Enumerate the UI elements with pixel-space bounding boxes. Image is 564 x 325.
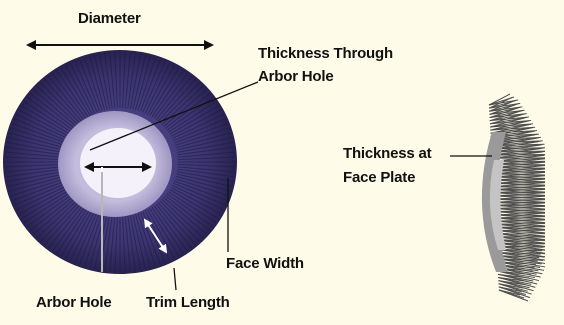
brush-wheel-side-view xyxy=(482,94,545,301)
thickness-face-label-line1: Thickness at xyxy=(343,144,431,163)
trim-length-label: Trim Length xyxy=(146,293,230,312)
arbor-hole-label: Arbor Hole xyxy=(36,293,112,312)
thickness-through-label-line2: Arbor Hole xyxy=(258,67,334,86)
trim-length-leader xyxy=(174,268,176,290)
brush-wheel-front-view xyxy=(3,50,237,274)
thickness-face-label-line2: Face Plate xyxy=(343,168,415,187)
face-width-label: Face Width xyxy=(226,254,304,273)
diameter-label: Diameter xyxy=(78,9,141,28)
thickness-through-label-line1: Thickness Through xyxy=(258,44,393,63)
